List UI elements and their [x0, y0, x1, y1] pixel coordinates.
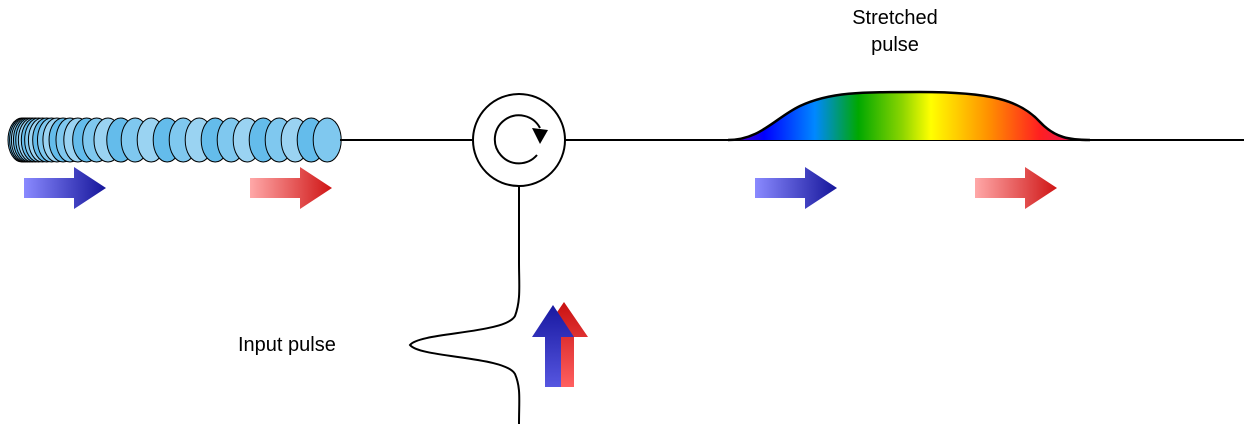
blue-arrow-right-icon — [755, 167, 837, 209]
input-pulse-label: Input pulse — [238, 334, 336, 356]
fiber-spool — [7, 117, 342, 163]
input-pulse-waveform — [408, 186, 521, 424]
stretched-pulse-label: Stretched pulse — [800, 5, 990, 59]
stretched-pulse-outline — [727, 90, 1091, 142]
blue-arrow-up-icon — [532, 305, 574, 387]
stretched-pulse — [727, 90, 1091, 142]
stretched-pulse-label-line1: Stretched — [852, 7, 938, 29]
blue-arrow-left-icon — [24, 167, 106, 209]
red-arrow-left-icon — [250, 167, 332, 209]
circulator — [472, 93, 566, 187]
red-arrow-right-icon — [975, 167, 1057, 209]
stretched-pulse-label-line2: pulse — [871, 34, 919, 56]
circulator-rotation-arrow-icon — [493, 114, 541, 165]
stretched-pulse-shape — [728, 92, 1090, 140]
fiber-loop — [312, 117, 342, 163]
circulator-arrowhead-icon — [532, 128, 548, 144]
